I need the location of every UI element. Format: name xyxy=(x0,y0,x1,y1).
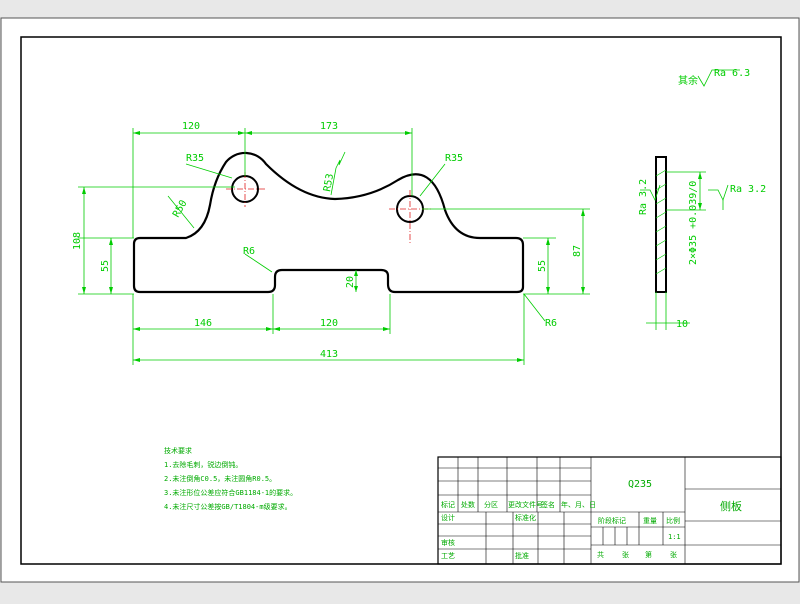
dim-top-left: 120 xyxy=(182,121,200,132)
label-stage: 阶段标记 xyxy=(598,516,626,525)
dim-radius-left-hole: R35 xyxy=(186,153,204,164)
technical-notes: 技术要求 1.去除毛刺，锐边倒钝。 2.未注倒角C0.5，未注圆角R0.5。 3… xyxy=(164,446,297,511)
sheet-label-number: 第 xyxy=(645,550,652,559)
part-name-text: 侧板 xyxy=(720,499,742,513)
label-approve: 批准 xyxy=(515,551,529,560)
dim-top-right: 173 xyxy=(320,121,338,132)
row-label-mark: 标记 xyxy=(441,500,455,509)
dim-bottom-middle: 120 xyxy=(320,318,338,329)
dim-height-left-base: 55 xyxy=(100,260,111,272)
side-thickness: 10 xyxy=(676,319,688,330)
dim-height-overall: 108 xyxy=(72,232,83,250)
note-item-1: 1.去除毛刺，锐边倒钝。 xyxy=(164,460,242,469)
general-roughness: 其余 Ra 6.3 xyxy=(678,68,750,87)
dim-radius-right-bottom: R6 xyxy=(545,318,557,329)
title-block: 标记 处数 分区 更改文件号 签名 年、月、日 设计 标准化 审核 工艺 批准 … xyxy=(437,456,782,565)
roughness-general-symbol: 其余 xyxy=(678,74,698,87)
drawing-frame xyxy=(20,36,782,565)
dim-overall-length: 413 xyxy=(320,349,338,360)
label-weight: 重量 xyxy=(643,517,657,525)
label-process: 工艺 xyxy=(441,552,455,560)
dim-radius-right-hole: R35 xyxy=(445,153,463,164)
note-item-2: 2.未注倒角C0.5，未注圆角R0.5。 xyxy=(164,474,276,483)
scale-value: 1:1 xyxy=(668,533,681,541)
sheet xyxy=(0,17,800,583)
side-roughness-right: Ra 3.2 xyxy=(730,184,766,195)
row-label-signature: 签名 xyxy=(541,500,555,509)
dim-height-right-base: 55 xyxy=(537,260,548,272)
dim-notch-depth: 20 xyxy=(345,276,356,288)
label-standard: 标准化 xyxy=(515,513,536,522)
row-label-date: 年、月、日 xyxy=(561,500,596,509)
side-view-hatch xyxy=(655,169,667,275)
side-view-outline xyxy=(655,156,667,293)
side-hole-spec: 2×Φ35 +0.039/0 xyxy=(688,181,699,265)
label-scale: 比例 xyxy=(666,516,680,525)
sheet-label-total: 共 xyxy=(597,550,604,559)
note-item-3: 3.未注形位公差应符合GB1184-1的要求。 xyxy=(164,488,297,497)
dim-height-right-top: 87 xyxy=(572,245,583,257)
part-outline xyxy=(132,151,525,294)
row-label-zone: 分区 xyxy=(484,500,498,509)
side-roughness-left: Ra 3.2 xyxy=(638,179,649,215)
sheet-label-sheets2: 张 xyxy=(670,550,677,559)
note-item-4: 4.未注尺寸公差按GB/T1804-m级要求。 xyxy=(164,502,292,511)
roughness-general-value: Ra 6.3 xyxy=(714,68,750,79)
dimension-lines xyxy=(78,128,590,365)
row-label-change-doc: 更改文件号 xyxy=(508,500,543,509)
dim-radius-arc: R53 xyxy=(322,173,336,193)
dim-bottom-left: 146 xyxy=(194,318,212,329)
label-design: 设计 xyxy=(441,513,455,522)
sheet-label-sheets1: 张 xyxy=(622,550,629,559)
material-text: Q235 xyxy=(628,479,652,490)
label-review: 审核 xyxy=(441,538,455,547)
side-view-arrowheads xyxy=(698,172,702,210)
dim-radius-notch: R6 xyxy=(243,246,255,257)
arrowheads xyxy=(82,131,585,362)
notes-title: 技术要求 xyxy=(164,446,192,455)
row-label-count: 处数 xyxy=(461,500,475,509)
